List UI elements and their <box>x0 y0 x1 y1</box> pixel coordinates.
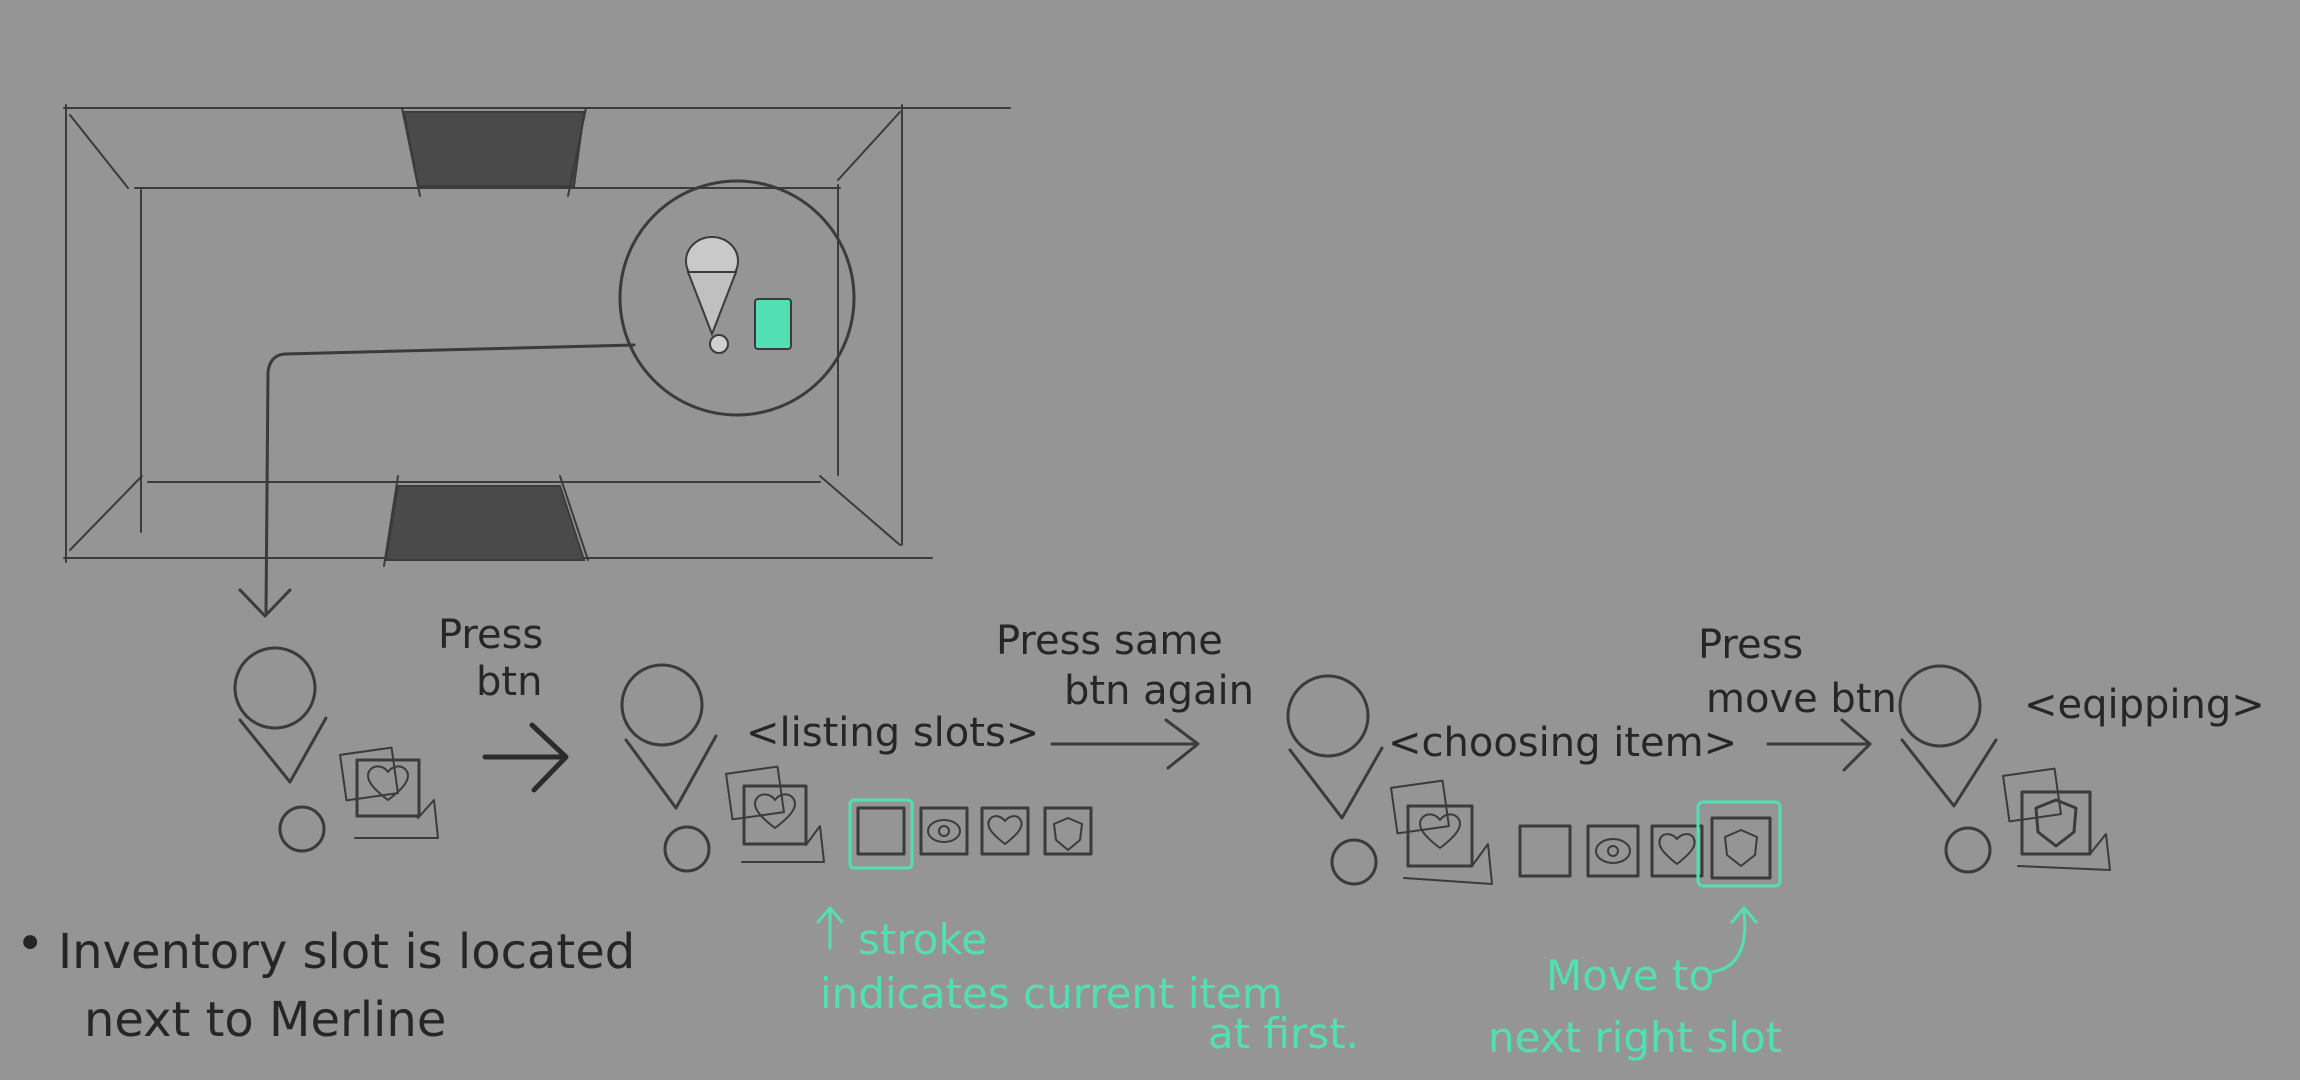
heart-slot-icon <box>980 806 1030 856</box>
stage-initial: Press btn <box>233 612 569 853</box>
press-same-label-line1: Press same <box>996 618 1223 664</box>
merline-character-icon <box>1898 664 1998 874</box>
press-move-label-line2: move btn <box>1706 676 1897 722</box>
merline-character-icon <box>685 236 739 354</box>
equipping-label: <eqipping> <box>2024 682 2265 728</box>
current-item-highlight <box>848 798 914 870</box>
merline-character-icon <box>1286 674 1384 886</box>
stroke-annotation-line3: at first. <box>1208 1009 1359 1058</box>
move-annotation-line2: next right slot <box>1488 1013 1782 1062</box>
stroke-annotation-line1: stroke <box>858 915 987 964</box>
shield-slot-icon <box>1710 816 1772 880</box>
arrow-press-btn <box>482 722 569 793</box>
item-card-icon <box>754 298 792 350</box>
stage-listing-slots: <listing slots> Press same btn again str… <box>620 618 1359 1058</box>
heart-slot-icon <box>339 746 439 839</box>
map-slot-icon <box>1518 824 1572 878</box>
stage-choosing-item: <choosing item> Press move btn Move to n… <box>1286 622 1897 1062</box>
arrow-press-move-btn <box>1766 718 1872 772</box>
arrow-press-same-btn <box>1050 718 1200 770</box>
top-door <box>402 111 586 187</box>
press-same-label-line2: btn again <box>1064 668 1254 714</box>
merline-character-icon <box>233 646 328 853</box>
room-top-view <box>63 104 1011 618</box>
shield-slot-icon <box>1043 806 1093 856</box>
heart-slot-icon <box>1650 824 1704 878</box>
slot-list <box>1518 800 1782 888</box>
slot-list <box>848 798 1093 870</box>
heart-slot-icon <box>1390 779 1493 885</box>
stage-equipping: <eqipping> <box>1898 664 2265 874</box>
press-btn-label-line2: btn <box>476 659 542 705</box>
press-btn-label-line1: Press <box>438 612 543 658</box>
zoom-circle <box>618 179 856 417</box>
listing-slots-label: <listing slots> <box>746 710 1039 756</box>
current-item-highlight <box>1696 800 1782 888</box>
inventory-note: • Inventory slot is located next to Merl… <box>16 916 635 1048</box>
note-bullet: • <box>16 916 44 972</box>
eye-slot-icon <box>919 806 969 856</box>
press-move-label-line1: Press <box>1698 622 1803 668</box>
stroke-annotation-line2: indicates current item <box>820 969 1283 1018</box>
shield-slot-icon <box>2002 767 2111 871</box>
bottom-door <box>384 485 586 561</box>
note-line2: next to Merline <box>84 992 446 1048</box>
move-annotation-line1: Move to <box>1546 951 1714 1000</box>
heart-slot-icon <box>725 765 825 863</box>
note-line1: Inventory slot is located <box>58 924 635 980</box>
map-slot-icon <box>856 806 906 856</box>
merline-character-icon <box>620 663 718 873</box>
choosing-item-label: <choosing item> <box>1388 720 1737 766</box>
eye-slot-icon <box>1586 824 1640 878</box>
